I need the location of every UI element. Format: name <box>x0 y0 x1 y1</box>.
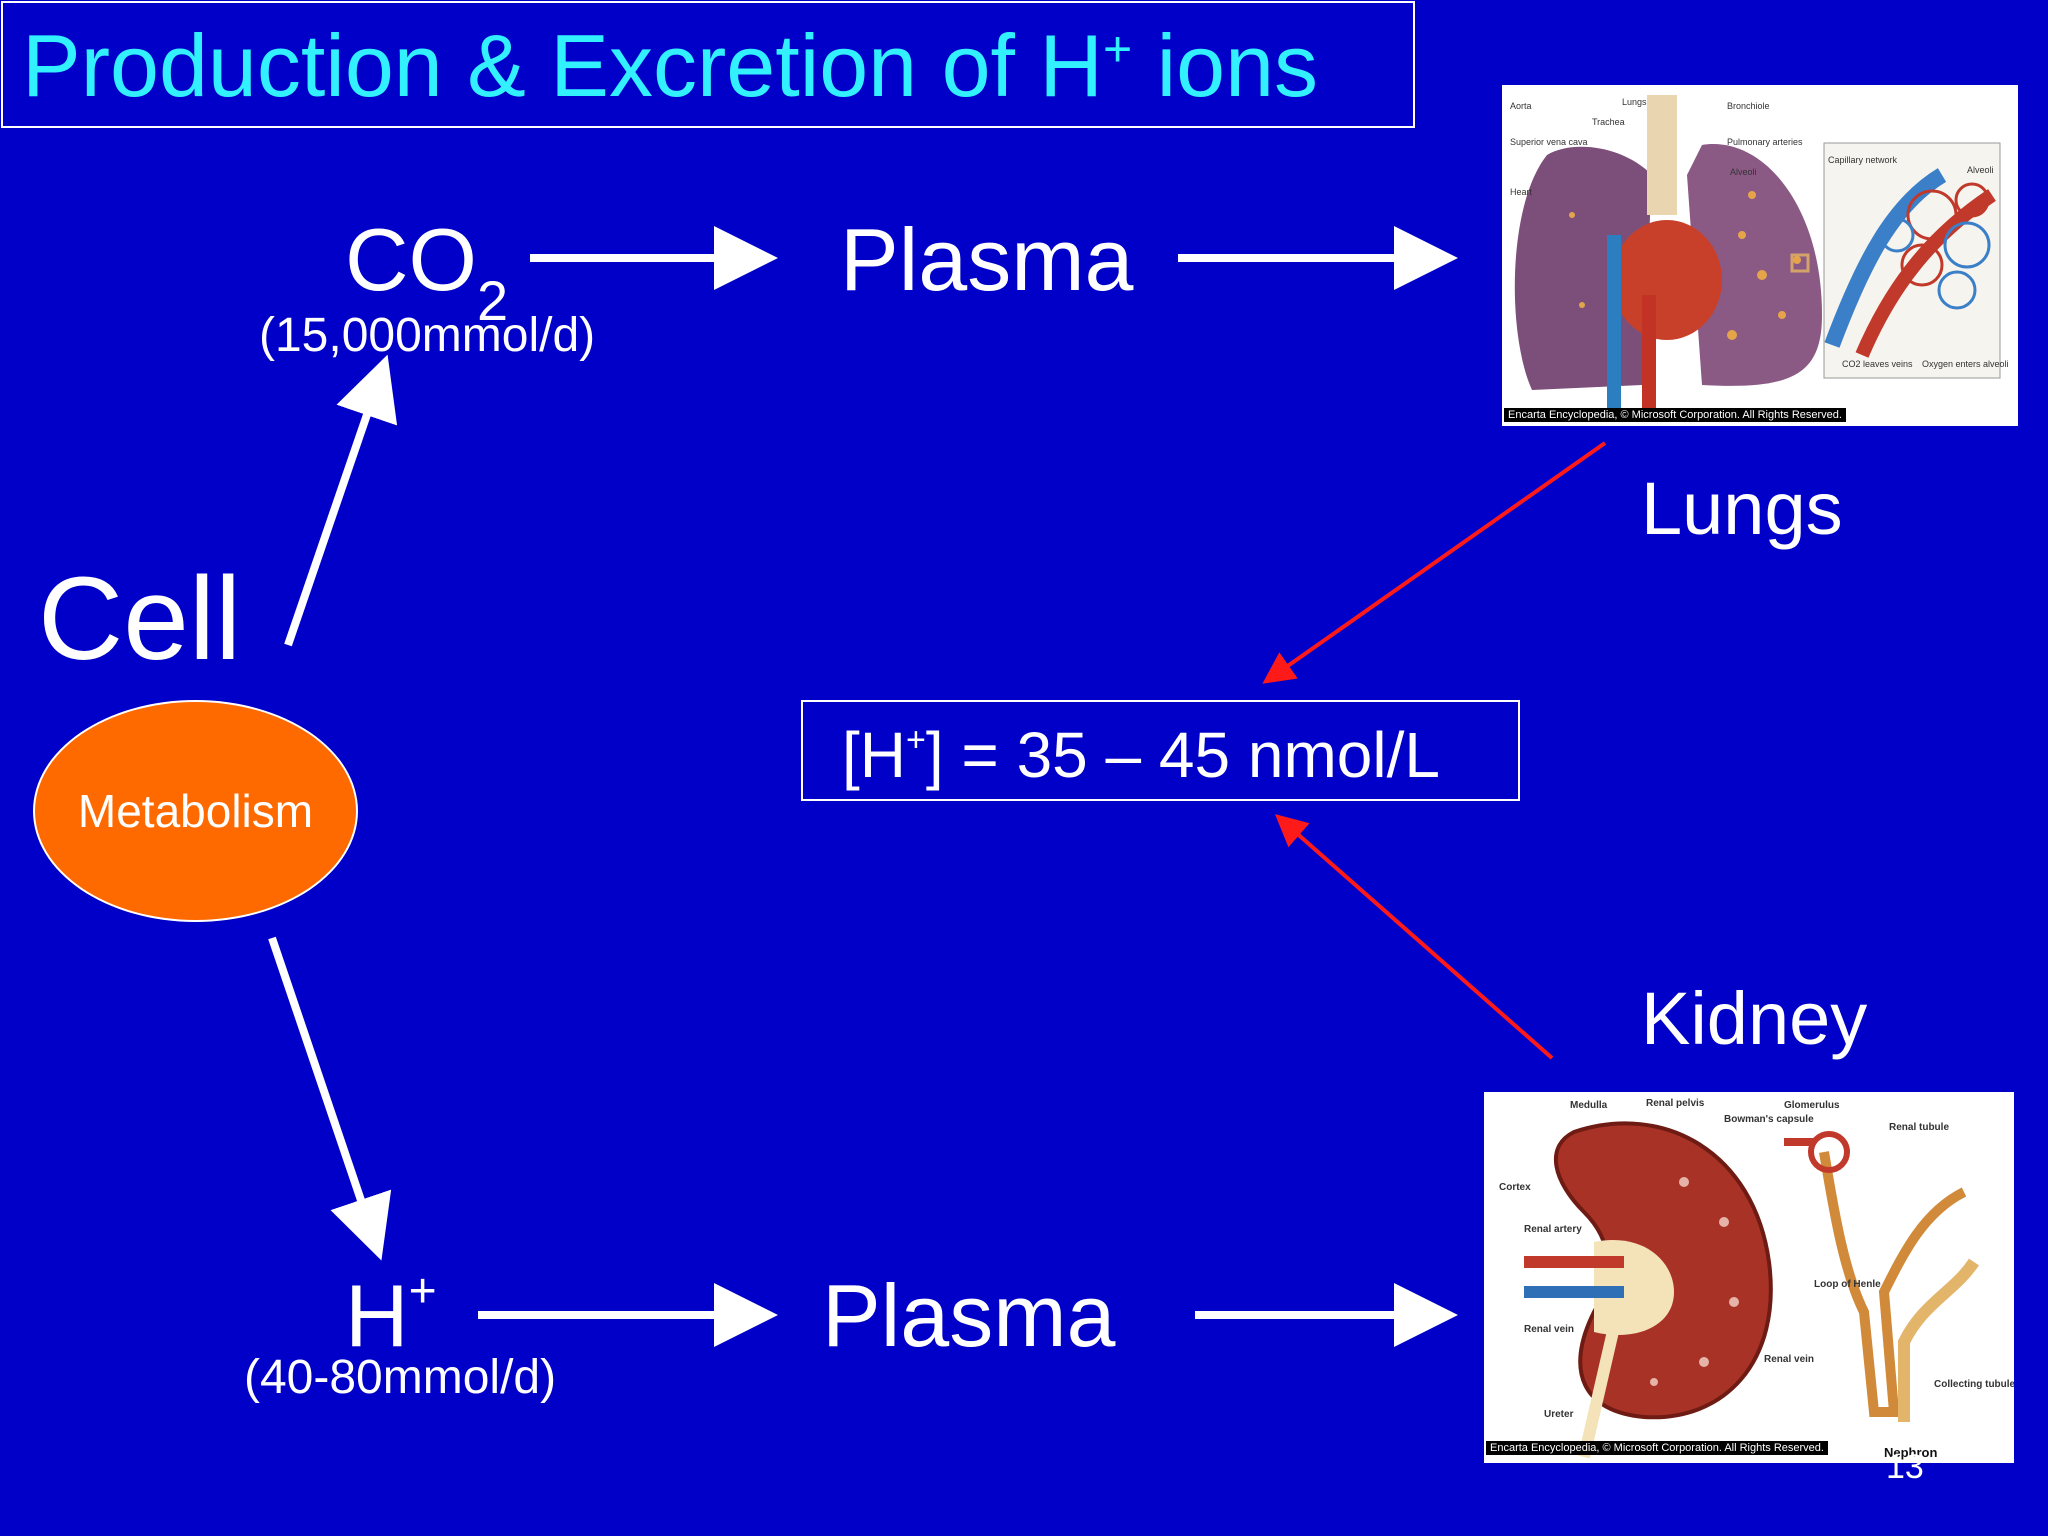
kidney-illustration: Medulla Renal pelvis Glomerulus Bowman's… <box>1499 1098 2014 1460</box>
co2-label: CO2 <box>345 210 509 332</box>
lungs-label: Lungs <box>1641 467 1843 550</box>
svg-text:Alveoli: Alveoli <box>1967 165 1994 175</box>
svg-text:Pulmonary arteries: Pulmonary arteries <box>1727 137 1803 147</box>
h-range-box <box>801 700 1520 801</box>
plasma-top: Plasma <box>840 210 1134 309</box>
svg-text:Renal vein: Renal vein <box>1764 1354 1814 1365</box>
metabolism-label: Metabolism <box>77 785 314 837</box>
svg-text:Alveoli: Alveoli <box>1730 167 1757 177</box>
svg-text:Oxygen enters alveoli: Oxygen enters alveoli <box>1922 359 2009 369</box>
kidney-image: Medulla Renal pelvis Glomerulus Bowman's… <box>1484 1092 2014 1463</box>
arrow-cell-to-co2 <box>284 354 398 647</box>
svg-text:Heart: Heart <box>1510 187 1533 197</box>
hplus-label: H+ <box>345 1265 437 1365</box>
right-lung <box>1687 144 1822 386</box>
co2-rate: (15,000mmol/d) <box>259 309 596 362</box>
svg-text:Lungs: Lungs <box>1622 97 1647 107</box>
svg-text:Trachea: Trachea <box>1592 117 1625 127</box>
svg-text:Collecting tubule: Collecting tubule <box>1934 1379 2014 1390</box>
svg-text:CO2 leaves veins: CO2 leaves veins <box>1842 359 1913 369</box>
kidney-credit: Encarta Encyclopedia, © Microsoft Corpor… <box>1486 1441 1828 1455</box>
kidney-label: Kidney <box>1641 977 1868 1060</box>
lungs-credit: Encarta Encyclopedia, © Microsoft Corpor… <box>1504 408 1846 422</box>
svg-text:Renal pelvis: Renal pelvis <box>1646 1098 1705 1109</box>
aorta <box>1642 295 1656 420</box>
arrow-metabolism-to-hplus <box>268 936 392 1261</box>
hplus-rate: (40-80mmol/d) <box>244 1351 557 1404</box>
svg-text:Capillary network: Capillary network <box>1828 155 1898 165</box>
svg-text:Renal artery: Renal artery <box>1524 1224 1582 1235</box>
zoom-marker <box>1790 253 1810 273</box>
svg-text:Loop of Henle: Loop of Henle <box>1814 1279 1881 1290</box>
arrow-lungs-to-range <box>1262 441 1607 684</box>
svg-text:Superior vena cava: Superior vena cava <box>1510 137 1588 147</box>
arrow-kidney-to-range <box>1274 814 1554 1060</box>
h-range-text: [H+] = 35 – 45 nmol/L <box>842 719 1440 791</box>
svg-text:Cortex: Cortex <box>1499 1182 1531 1193</box>
lungs-image: Aorta Lungs Bronchiole Trachea Superior … <box>1502 85 2018 426</box>
svg-text:Bowman's capsule: Bowman's capsule <box>1724 1114 1814 1125</box>
vena-cava <box>1607 235 1621 420</box>
svg-text:Renal tubule: Renal tubule <box>1889 1122 1949 1133</box>
metabolism-ellipse: Metabolism <box>33 700 358 922</box>
lungs-illustration: Aorta Lungs Bronchiole Trachea Superior … <box>1510 95 2009 420</box>
glomerulus <box>1808 1131 1850 1173</box>
page-number: 13 <box>1886 1448 1924 1486</box>
svg-text:Renal vein: Renal vein <box>1524 1324 1574 1335</box>
cell-label: Cell <box>38 553 242 685</box>
trachea <box>1647 95 1677 215</box>
collecting-tubule <box>1898 1258 1979 1422</box>
nephron-tubule <box>1819 1151 1967 1417</box>
svg-text:Bronchiole: Bronchiole <box>1727 101 1770 111</box>
svg-text:Glomerulus: Glomerulus <box>1784 1100 1840 1111</box>
svg-text:Ureter: Ureter <box>1544 1409 1574 1420</box>
heart <box>1612 220 1722 340</box>
svg-text:Aorta: Aorta <box>1510 101 1532 111</box>
nephron-caption: Nephron <box>1884 1445 1938 1460</box>
svg-text:Medulla: Medulla <box>1570 1100 1608 1111</box>
title-box <box>1 1 1415 128</box>
slide-title: Production & Excretion of H+ ions <box>22 16 1319 115</box>
plasma-bottom: Plasma <box>822 1266 1116 1365</box>
